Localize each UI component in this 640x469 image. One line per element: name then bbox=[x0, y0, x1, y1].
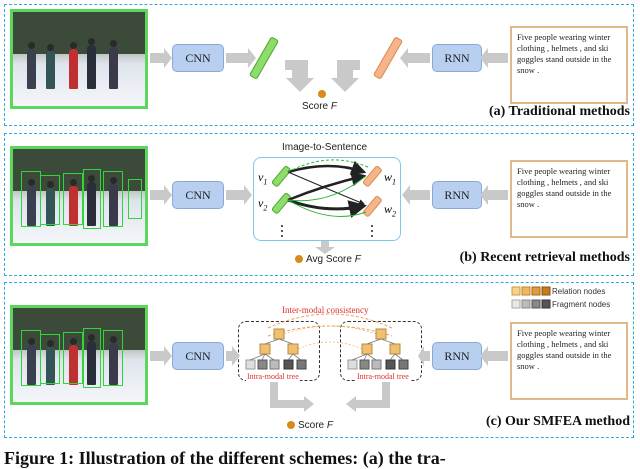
arrow-text-to-rnn-c bbox=[480, 346, 508, 366]
v2-label: v2 bbox=[258, 196, 268, 213]
legend-relation-label: Relation nodes bbox=[552, 287, 606, 296]
sentence-box-c: Five people wearing winter clothing , he… bbox=[510, 322, 628, 400]
figure-caption: Figure 1: Illustration of the different … bbox=[4, 448, 446, 468]
arrow-photo-to-cnn-a bbox=[150, 48, 172, 68]
v2-bar bbox=[271, 192, 291, 214]
score-dot-a bbox=[318, 90, 326, 98]
v1-label: v1 bbox=[258, 170, 268, 187]
legend-fragment-nodes bbox=[511, 299, 551, 309]
cnn-box-b: CNN bbox=[172, 181, 224, 209]
intra-right-label: Intra-modal tree bbox=[356, 372, 410, 381]
score-var-a: F bbox=[330, 101, 338, 112]
w2-label: w2 bbox=[384, 202, 397, 219]
merge-arrows-c bbox=[270, 382, 390, 412]
photo-c bbox=[10, 305, 148, 405]
intra-left-label: Intra-modal tree bbox=[246, 372, 300, 381]
rnn-box-b: RNN bbox=[432, 181, 482, 209]
panel-c-title: (c) Our SMFEA method bbox=[485, 414, 630, 429]
arrow-photo-to-cnn-c bbox=[150, 346, 172, 366]
panel-c bbox=[4, 282, 634, 438]
w1-label: w1 bbox=[384, 170, 397, 187]
matching-title-b: Image-to-Sentence bbox=[282, 142, 368, 153]
panel-b bbox=[4, 133, 634, 276]
score-text-a: Score bbox=[302, 101, 329, 112]
cnn-box-a: CNN bbox=[172, 44, 224, 72]
merge-arrows-a bbox=[285, 60, 360, 92]
photo-a bbox=[10, 9, 148, 109]
score-label-a: Score F bbox=[302, 101, 337, 112]
arrow-rnn-to-match-b bbox=[402, 185, 430, 205]
left-tree-nodes bbox=[245, 328, 307, 370]
arrow-cnn-to-match-b bbox=[226, 185, 252, 205]
score-var-b: F bbox=[354, 254, 361, 265]
arrow-cnn-to-feature-a bbox=[226, 48, 256, 68]
cnn-box-c: CNN bbox=[172, 342, 224, 370]
matching-box-b bbox=[253, 157, 401, 241]
matching-lines bbox=[287, 159, 371, 218]
arrow-text-to-rnn-a bbox=[480, 48, 508, 68]
score-text-c: Score bbox=[298, 420, 325, 431]
arrow-rnn-to-tree-c bbox=[418, 346, 430, 366]
arrow-rnn-to-feature-a bbox=[400, 48, 430, 68]
photo-b bbox=[10, 146, 148, 246]
legend-relation-nodes bbox=[511, 286, 551, 296]
panel-a-title: (a) Traditional methods bbox=[488, 104, 630, 119]
w2-bar bbox=[362, 195, 382, 217]
right-tree-nodes bbox=[347, 328, 409, 370]
v1-bar bbox=[271, 165, 291, 187]
panel-b-title: (b) Recent retrieval methods bbox=[459, 250, 630, 265]
inter-modal-curve bbox=[267, 313, 393, 329]
text-feature-bar-a bbox=[373, 37, 403, 79]
score-label-c: Score F bbox=[298, 420, 333, 431]
cross-modal-links bbox=[283, 325, 377, 350]
score-text-b: Avg Score bbox=[306, 254, 352, 265]
inter-modal-label: Inter-modal consistency bbox=[282, 305, 369, 315]
score-label-b: Avg Score F bbox=[306, 254, 361, 265]
sentence-box-b: Five people wearing winter clothing , he… bbox=[510, 160, 628, 238]
arrow-cnn-to-tree-c bbox=[226, 346, 240, 366]
image-feature-bar-a bbox=[249, 37, 279, 79]
arrow-photo-to-cnn-b bbox=[150, 185, 172, 205]
legend-fragment-label: Fragment nodes bbox=[552, 300, 611, 309]
score-dot-b bbox=[295, 255, 303, 263]
avg-score-arrow-b bbox=[315, 241, 335, 254]
panel-a bbox=[4, 4, 634, 126]
score-dot-c bbox=[287, 421, 295, 429]
score-var-c: F bbox=[326, 420, 334, 431]
vertical-dots-b bbox=[281, 225, 373, 237]
arrow-text-to-rnn-b bbox=[480, 185, 508, 205]
sentence-box-a: Five people wearing winter clothing , he… bbox=[510, 26, 628, 104]
